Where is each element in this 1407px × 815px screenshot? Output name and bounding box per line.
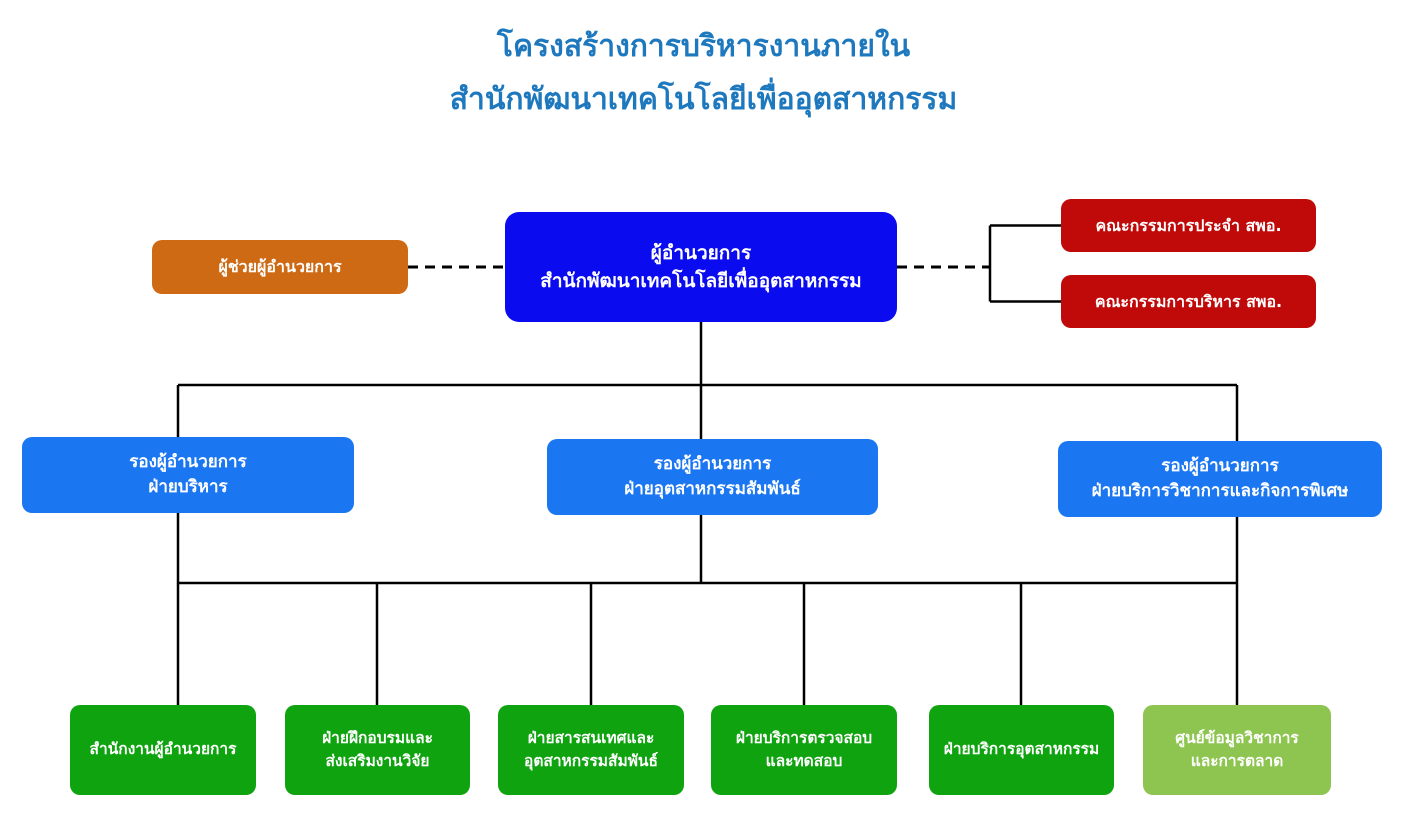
dept-label-line1: สำนักงานผู้อำนวยการ [89,740,237,759]
node-executive-committee: คณะกรรมการบริหาร สพอ. [1061,275,1316,328]
director-org-name: สำนักพัฒนาเทคโนโลยีเพื่ออุตสาหกรรม [540,270,862,292]
node-director: ผู้อำนวยการ สำนักพัฒนาเทคโนโลยีเพื่ออุตส… [505,212,897,322]
deputy-division: ฝ่ายบริการวิชาการและกิจการพิเศษ [1091,481,1349,501]
dept-label-line2: และการตลาด [1190,752,1284,770]
deputy-division: ฝ่ายอุตสาหกรรมสัมพันธ์ [624,479,801,499]
chart-title-line1: โครงสร้างการบริหารงานภายใน [496,29,911,64]
director-title: ผู้อำนวยการ [650,241,752,264]
node-dept-information-relations: ฝ่ายสารสนเทศและ อุตสาหกรรมสัมพันธ์ [498,705,684,795]
deputy-division: ฝ่ายบริหาร [148,477,228,497]
node-dept-inspection-testing: ฝ่ายบริการตรวจสอบ และทดสอบ [711,705,897,795]
dept-label-line2: ส่งเสริมงานวิจัย [325,752,430,770]
node-assistant-director: ผู้ช่วยผู้อำนวยการ [152,240,408,294]
deputy-title: รองผู้อำนวยการ [1161,455,1279,476]
dept-label-line1: ฝ่ายฝึกอบรมและ [322,728,433,747]
dept-label-line2: อุตสาหกรรมสัมพันธ์ [524,752,658,770]
dept-label-line1: ฝ่ายสารสนเทศและ [527,728,655,747]
node-deputy-industrial-relations: รองผู้อำนวยการ ฝ่ายอุตสาหกรรมสัมพันธ์ [547,439,878,515]
assistant-director-label: ผู้ช่วยผู้อำนวยการ [218,257,342,276]
node-dept-training-research: ฝ่ายฝึกอบรมและ ส่งเสริมงานวิจัย [285,705,470,795]
chart-title: โครงสร้างการบริหารงานภายใน สำนักพัฒนาเทค… [0,20,1407,126]
node-deputy-administration: รองผู้อำนวยการ ฝ่ายบริหาร [22,437,354,513]
connector-deputies-to-departments [176,513,1239,705]
connector-director-to-deputies [176,322,1239,441]
deputy-title: รองผู้อำนวยการ [653,453,772,474]
executive-committee-label: คณะกรรมการบริหาร สพอ. [1094,291,1283,311]
standing-committee-label: คณะกรรมการประจำ สพอ. [1095,215,1282,235]
deputy-title: รองผู้อำนวยการ [129,451,247,472]
node-standing-committee: คณะกรรมการประจำ สพอ. [1061,199,1316,252]
node-dept-director-office: สำนักงานผู้อำนวยการ [70,705,256,795]
dept-label-line2: และทดสอบ [765,752,843,770]
node-dept-industrial-services: ฝ่ายบริการอุตสาหกรรม [929,705,1114,795]
node-deputy-academic-services: รองผู้อำนวยการ ฝ่ายบริการวิชาการและกิจกา… [1058,441,1382,517]
dept-label-line1: ฝ่ายบริการตรวจสอบ [735,728,873,747]
dept-label-line1: ฝ่ายบริการอุตสาหกรรม [943,740,1100,759]
node-center-academic-marketing: ศูนย์ข้อมูลวิชาการ และการตลาด [1143,705,1331,795]
chart-title-line2: สำนักพัฒนาเทคโนโลยีเพื่ออุตสาหกรรม [449,82,958,117]
dept-label-line1: ศูนย์ข้อมูลวิชาการ [1175,728,1299,747]
connector-committee-bracket [988,224,1061,303]
